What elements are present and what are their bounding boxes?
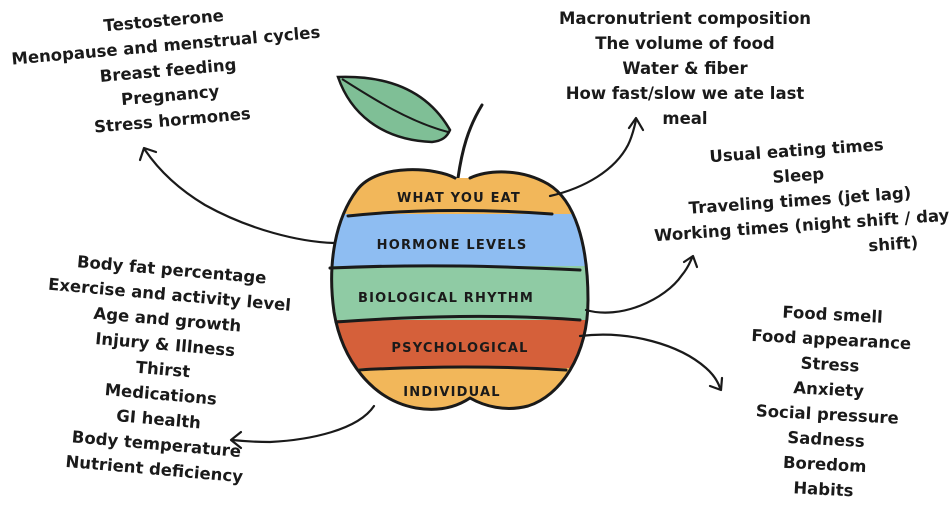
arrowhead <box>229 430 243 450</box>
band-hormone-levels <box>331 214 588 266</box>
leaf-vein <box>341 78 449 133</box>
list-item: The volume of food <box>595 34 775 53</box>
band-label-psychological: PSYCHOLOGICAL <box>391 341 528 356</box>
list-item: meal <box>662 109 708 128</box>
arrowhead <box>138 146 158 162</box>
list-item: Water & fiber <box>622 59 748 78</box>
arrow-psychological <box>578 333 722 390</box>
band-label-hormone-levels: HORMONE LEVELS <box>377 238 528 253</box>
list-item: Macronutrient composition <box>558 9 812 28</box>
apple-stem <box>456 103 484 180</box>
rhythm-factors-list: Usual eating times Sleep Traveling times… <box>648 128 950 273</box>
band-divider <box>328 264 582 272</box>
arrow-what-you-eat <box>548 118 638 198</box>
arrowhead <box>708 376 724 392</box>
arrow-hormone-levels <box>143 148 336 245</box>
band-label-individual: INDIVIDUAL <box>403 385 501 400</box>
band-label-biological-rhythm: BIOLOGICAL RHYTHM <box>358 291 534 306</box>
arrowhead <box>627 116 645 132</box>
list-item: How fast/slow we ate last <box>565 84 805 103</box>
arrowhead <box>682 254 699 269</box>
psychological-factors-list: Food smell Food appearance Stress Anxiet… <box>723 297 933 507</box>
band-biological-rhythm <box>331 266 588 320</box>
arrow-biological-rhythm <box>584 256 694 314</box>
band-divider <box>356 365 568 372</box>
individual-factors-list: Body fat percentage Exercise and activit… <box>19 246 308 494</box>
arrow-individual <box>230 404 376 444</box>
apple-outline <box>330 168 590 411</box>
band-psychological <box>331 320 588 368</box>
band-divider <box>334 314 582 324</box>
food-factors-list: Macronutrient composition The volume of … <box>545 6 825 131</box>
band-label-what-you-eat: WHAT YOU EAT <box>397 191 521 206</box>
band-divider <box>346 209 554 218</box>
